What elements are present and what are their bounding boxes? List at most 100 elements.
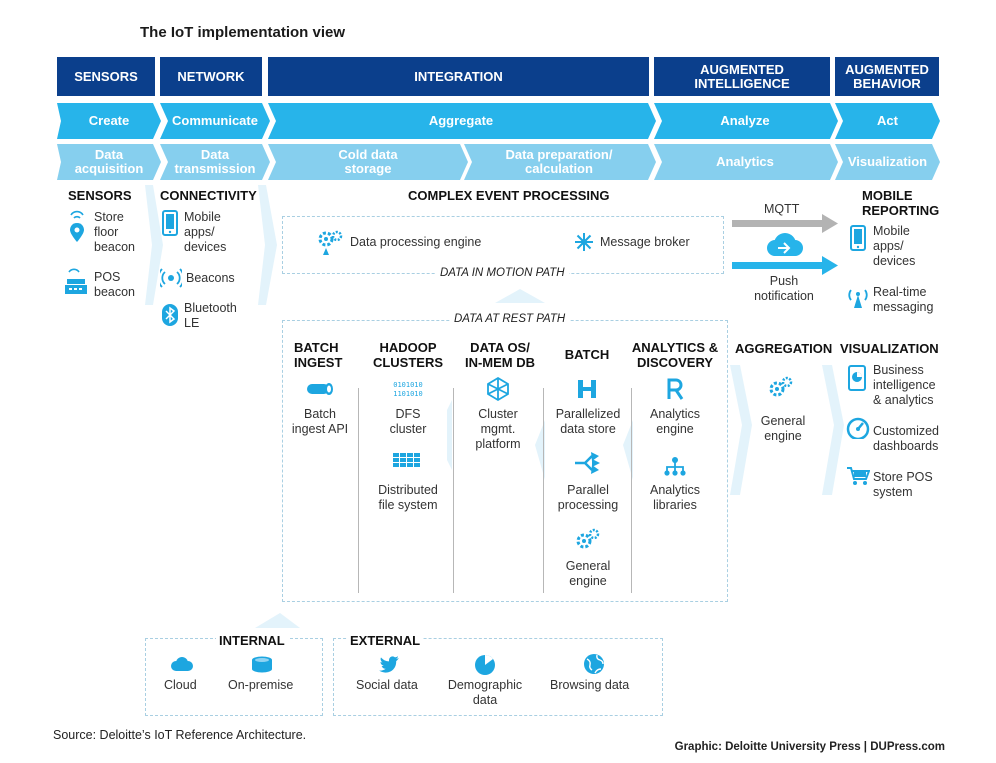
header-integration: INTEGRATION xyxy=(268,57,649,96)
parallel-processing-label: Parallel processing xyxy=(557,483,619,512)
parallel-processing-icon xyxy=(575,452,600,474)
divider-1 xyxy=(358,388,359,593)
batch-general-engine-label: General engine xyxy=(565,559,611,588)
grid-icon xyxy=(393,453,420,467)
flow-arrow-connectivity-integration xyxy=(258,185,277,305)
mobile-reporting-heading: MOBILE REPORTING xyxy=(862,188,940,218)
sensor-item-store-floor-beacon: Store floor beacon xyxy=(94,210,136,254)
chevron-data-preparation xyxy=(464,144,656,180)
external-item-demographic-data: Demographic data xyxy=(447,678,523,707)
distributed-file-system-label: Distributed file system xyxy=(378,483,438,512)
credit-note: Graphic: Deloitte University Press | DUP… xyxy=(674,741,945,753)
server-disk-icon xyxy=(252,656,272,673)
chevron-data-transmission xyxy=(160,144,270,180)
visualization-label: Visualization xyxy=(847,154,928,169)
bluetooth-icon xyxy=(162,304,178,326)
chevron-aggregate xyxy=(268,103,656,139)
flow-arrow-analytics-left xyxy=(623,420,633,480)
beacons-icon xyxy=(160,268,182,288)
flow-arrow-up-motion xyxy=(495,289,545,303)
twitter-bird-icon xyxy=(379,656,399,673)
internal-item-cloud: Cloud xyxy=(164,678,197,692)
data-transmission-label: Data transmission xyxy=(174,147,256,176)
pipe-icon xyxy=(307,383,333,395)
aggregation-general-engine-label: General engine xyxy=(760,414,806,443)
internal-heading: INTERNAL xyxy=(216,633,288,648)
flow-arrow-to-visualization xyxy=(822,365,844,495)
cluster-mgmt-label: Cluster mgmt. platform xyxy=(475,407,521,451)
chevron-data-acquisition xyxy=(57,144,161,180)
external-item-browsing-data: Browsing data xyxy=(550,678,630,692)
connectivity-item-bluetooth: Bluetooth LE xyxy=(184,301,237,330)
mobile-reporting-item-realtime: Real-time messaging xyxy=(873,285,934,314)
pos-beacon-icon xyxy=(65,268,87,294)
gears-icon xyxy=(318,230,343,255)
hierarchy-icon xyxy=(664,457,686,476)
mobile-device-icon-2 xyxy=(850,225,866,251)
analytics-engine-label: Analytics engine xyxy=(649,407,701,436)
sensors-heading: SENSORS xyxy=(68,188,132,203)
connectivity-item-beacons: Beacons xyxy=(186,271,235,285)
data-acquisition-label: Data acquisition xyxy=(74,147,144,176)
pie-chart-icon xyxy=(475,655,495,675)
hadoop-heading: HADOOP CLUSTERS xyxy=(372,340,444,370)
connectivity-heading: CONNECTIVITY xyxy=(160,188,257,203)
act-label: Act xyxy=(877,113,898,128)
binary-icon: 0101010 1101010 xyxy=(393,381,423,398)
bi-tablet-icon xyxy=(848,365,866,391)
data-in-motion-path-label: DATA IN MOTION PATH xyxy=(436,267,569,279)
data-preparation-label: Data preparation/ calculation xyxy=(505,147,613,176)
analytics-libraries-label: Analytics libraries xyxy=(649,483,701,512)
external-heading: EXTERNAL xyxy=(347,633,424,648)
shopping-cart-icon xyxy=(847,467,870,485)
beacon-location-icon xyxy=(70,210,84,242)
internal-item-on-premise: On-premise xyxy=(228,678,294,692)
analytics-label: Analytics xyxy=(716,154,774,169)
cold-data-storage-label: Cold data storage xyxy=(338,147,398,176)
antenna-icon xyxy=(848,289,868,308)
flow-arrow-dataos-left xyxy=(447,400,452,470)
visualization-item-store-pos: Store POS system xyxy=(873,470,933,499)
header-augmented-intelligence: AUGMENTED INTELLIGENCE xyxy=(654,57,830,96)
chevron-analyze xyxy=(654,103,838,139)
batch-ingest-api-label: Batch ingest API xyxy=(291,407,349,436)
page-title: The IoT implementation view xyxy=(140,24,346,41)
aggregate-label: Aggregate xyxy=(428,113,494,128)
chevron-create xyxy=(57,103,161,139)
mqtt-arrow xyxy=(732,214,838,233)
flow-arrow-to-aggregation xyxy=(730,365,752,495)
flow-arrow-up-sources xyxy=(255,613,300,628)
connectivity-item-mobile-apps: Mobile apps/ devices xyxy=(184,210,227,254)
external-box xyxy=(333,638,663,716)
data-at-rest-path-label: DATA AT REST PATH xyxy=(450,313,570,325)
gears-icon-3 xyxy=(769,376,793,397)
divider-4 xyxy=(631,388,632,593)
data-os-heading: DATA OS/ IN-MEM DB xyxy=(464,340,536,370)
sensor-item-pos-beacon: POS beacon xyxy=(94,270,136,299)
flow-arrow-batch-left xyxy=(535,420,545,480)
batch-heading: BATCH xyxy=(564,347,610,362)
divider-3 xyxy=(543,388,544,593)
create-label: Create xyxy=(88,113,130,128)
divider-2 xyxy=(453,388,454,593)
gears-icon-2 xyxy=(576,528,600,549)
analytics-discovery-heading: ANALYTICS & DISCOVERY xyxy=(631,340,719,370)
chevron-analytics xyxy=(654,144,838,180)
mobile-device-icon xyxy=(162,210,178,236)
mobile-reporting-item-mobile-apps: Mobile apps/ devices xyxy=(873,224,916,268)
visualization-item-dashboards: Customized dashboards xyxy=(873,424,939,453)
chevron-act xyxy=(835,103,940,139)
dfs-cluster-label: DFS cluster xyxy=(389,407,427,436)
message-broker-label: Message broker xyxy=(600,235,690,249)
external-item-social-data: Social data xyxy=(356,678,418,692)
internal-box xyxy=(145,638,323,716)
cloud-icon xyxy=(171,657,193,671)
push-notification-label: Push notification xyxy=(754,274,814,303)
communicate-label: Communicate xyxy=(172,113,258,128)
cep-heading: COMPLEX EVENT PROCESSING xyxy=(408,188,610,203)
data-store-icon xyxy=(578,380,596,398)
chevron-communicate xyxy=(160,103,270,139)
r-language-icon xyxy=(667,378,684,400)
globe-icon xyxy=(584,654,604,674)
